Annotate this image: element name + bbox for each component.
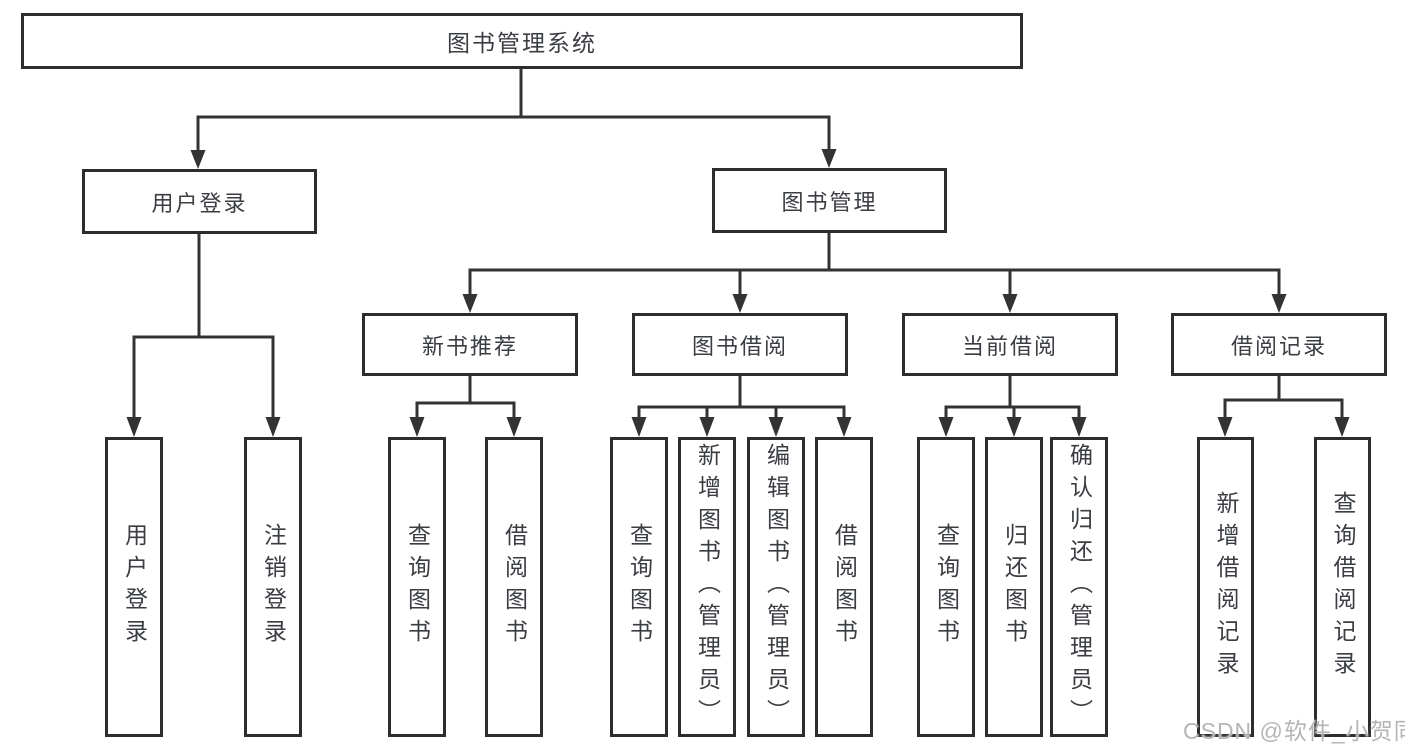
leaf-query-books-3-label: 查询图书 [933,523,960,651]
leaf-borrow-books-2: 借阅图书 [815,437,873,737]
leaf-add-borrow-record: 新增借阅记录 [1197,437,1254,737]
leaf-edit-book-admin-label: 编辑图书（管理员） [763,443,790,731]
node-book-management-branch: 图书管理 [712,168,947,233]
node-new-book-recommend: 新书推荐 [362,313,578,376]
leaf-add-borrow-record-label: 新增借阅记录 [1213,491,1239,683]
leaf-borrow-books-1: 借阅图书 [485,437,543,737]
leaf-add-book-admin: 新增图书（管理员） [678,437,736,737]
node-book-borrow: 图书借阅 [632,313,848,376]
leaf-query-books-2: 查询图书 [610,437,668,737]
leaf-user-login-label: 用户登录 [121,523,148,651]
node-borrow-records: 借阅记录 [1171,313,1387,376]
leaf-query-books-1: 查询图书 [388,437,446,737]
watermark: CSDN @软件_小贺同学 [1183,718,1405,744]
leaf-add-book-admin-label: 新增图书（管理员） [694,443,721,731]
leaf-return-book-label: 归还图书 [1001,523,1028,651]
node-root: 图书管理系统 [21,13,1023,69]
leaf-logout: 注销登录 [244,437,302,737]
leaf-query-books-2-label: 查询图书 [626,523,653,651]
leaf-logout-label: 注销登录 [260,523,287,651]
leaf-edit-book-admin: 编辑图书（管理员） [747,437,805,737]
leaf-borrow-books-1-label: 借阅图书 [501,523,528,651]
leaf-query-borrow-record-label: 查询借阅记录 [1330,491,1356,683]
node-current-borrow: 当前借阅 [902,313,1118,376]
leaf-borrow-books-2-label: 借阅图书 [831,523,858,651]
leaf-query-borrow-record: 查询借阅记录 [1314,437,1371,737]
leaf-return-book: 归还图书 [985,437,1043,737]
node-user-login-branch: 用户登录 [82,169,317,234]
leaf-confirm-return-admin-label: 确认归还（管理员） [1066,443,1093,731]
leaf-query-books-1-label: 查询图书 [404,523,431,651]
leaf-user-login: 用户登录 [105,437,163,737]
leaf-confirm-return-admin: 确认归还（管理员） [1050,437,1108,737]
leaf-query-books-3: 查询图书 [917,437,975,737]
